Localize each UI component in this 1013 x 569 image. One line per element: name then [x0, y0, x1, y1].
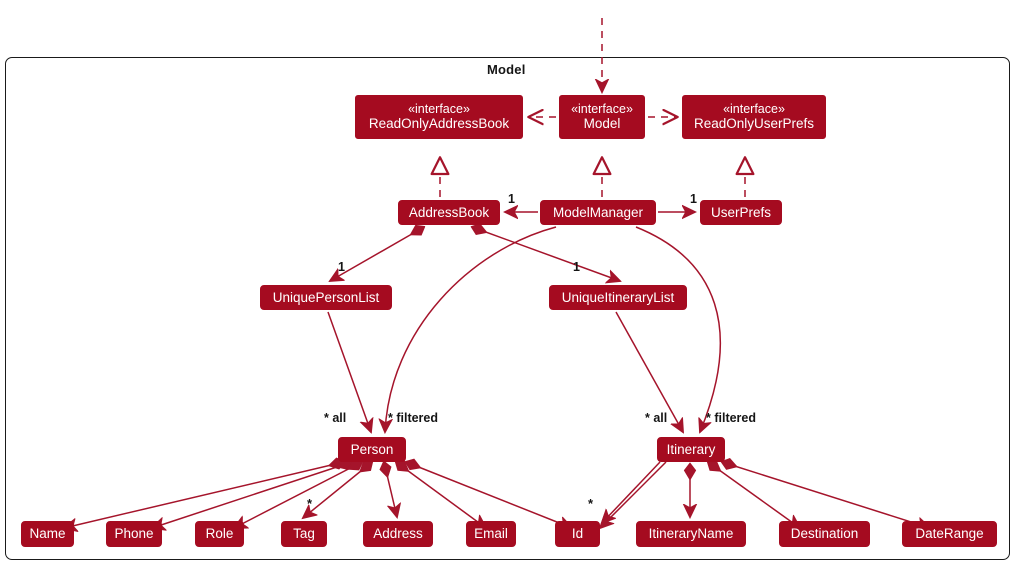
class-node-label: ReadOnlyUserPrefs — [693, 116, 815, 132]
class-node-model[interactable]: «interface»Model — [559, 95, 645, 139]
class-node-label: Email — [474, 526, 508, 542]
class-node-id[interactable]: Id — [555, 521, 600, 547]
class-stereotype: «interface» — [571, 102, 633, 117]
class-node-label: Destination — [790, 526, 859, 542]
class-node-label: Role — [205, 526, 234, 542]
class-node-label: Address — [373, 526, 423, 542]
class-node-read_only_user_prefs[interactable]: «interface»ReadOnlyUserPrefs — [682, 95, 826, 139]
class-node-person[interactable]: Person — [338, 437, 406, 462]
class-node-label: UniquePersonList — [272, 289, 380, 305]
class-node-label: UserPrefs — [710, 204, 771, 220]
edge-label-id-star: * — [588, 496, 594, 511]
edge-label-mult-userprefs: 1 — [690, 192, 697, 206]
class-node-destination[interactable]: Destination — [779, 521, 870, 547]
class-node-label: ModelManager — [552, 204, 644, 220]
class-node-address_book[interactable]: AddressBook — [398, 200, 500, 225]
edge-label-mult-unique-itinerary-list: 1 — [573, 260, 580, 274]
edge-label-person-all: * all — [324, 411, 347, 425]
class-node-label: Id — [571, 526, 584, 542]
class-node-role[interactable]: Role — [195, 521, 244, 547]
class-node-itinerary_name[interactable]: ItineraryName — [636, 521, 746, 547]
model-package-frame — [5, 57, 1010, 560]
class-node-email[interactable]: Email — [466, 521, 516, 547]
class-node-phone[interactable]: Phone — [106, 521, 162, 547]
class-node-label: Person — [350, 441, 394, 457]
edge-label-mult-unique-person-list: 1 — [338, 260, 345, 274]
class-node-label: Name — [29, 526, 66, 542]
class-node-label: Phone — [114, 526, 154, 542]
class-node-name[interactable]: Name — [21, 521, 74, 547]
edge-label-person-filtered: * filtered — [388, 411, 439, 425]
class-node-address[interactable]: Address — [363, 521, 433, 547]
class-node-label: UniqueItineraryList — [561, 289, 675, 305]
class-node-label: AddressBook — [408, 204, 490, 220]
page-title: Model — [487, 62, 526, 77]
class-node-label: Model — [583, 116, 621, 132]
class-node-label: ItineraryName — [648, 526, 734, 542]
class-stereotype: «interface» — [408, 102, 470, 117]
class-node-itinerary[interactable]: Itinerary — [657, 437, 725, 462]
class-node-user_prefs[interactable]: UserPrefs — [700, 200, 782, 225]
class-node-tag[interactable]: Tag — [281, 521, 327, 547]
class-node-read_only_address_book[interactable]: «interface»ReadOnlyAddressBook — [355, 95, 523, 139]
class-node-label: Tag — [293, 526, 315, 542]
edge-label-mult-addressbook: 1 — [508, 192, 515, 206]
class-node-unique_person_list[interactable]: UniquePersonList — [260, 285, 392, 310]
class-node-model_manager[interactable]: ModelManager — [540, 200, 656, 225]
class-node-label: ReadOnlyAddressBook — [368, 116, 510, 132]
class-stereotype: «interface» — [723, 102, 785, 117]
edge-label-tag-star: * — [307, 496, 313, 511]
edge-label-itinerary-filtered: * filtered — [706, 411, 757, 425]
class-node-date_range[interactable]: DateRange — [902, 521, 997, 547]
class-node-label: DateRange — [915, 526, 984, 542]
class-node-unique_itinerary_list[interactable]: UniqueItineraryList — [549, 285, 687, 310]
edge-label-itinerary-all: * all — [645, 411, 668, 425]
class-node-label: Itinerary — [666, 441, 716, 457]
